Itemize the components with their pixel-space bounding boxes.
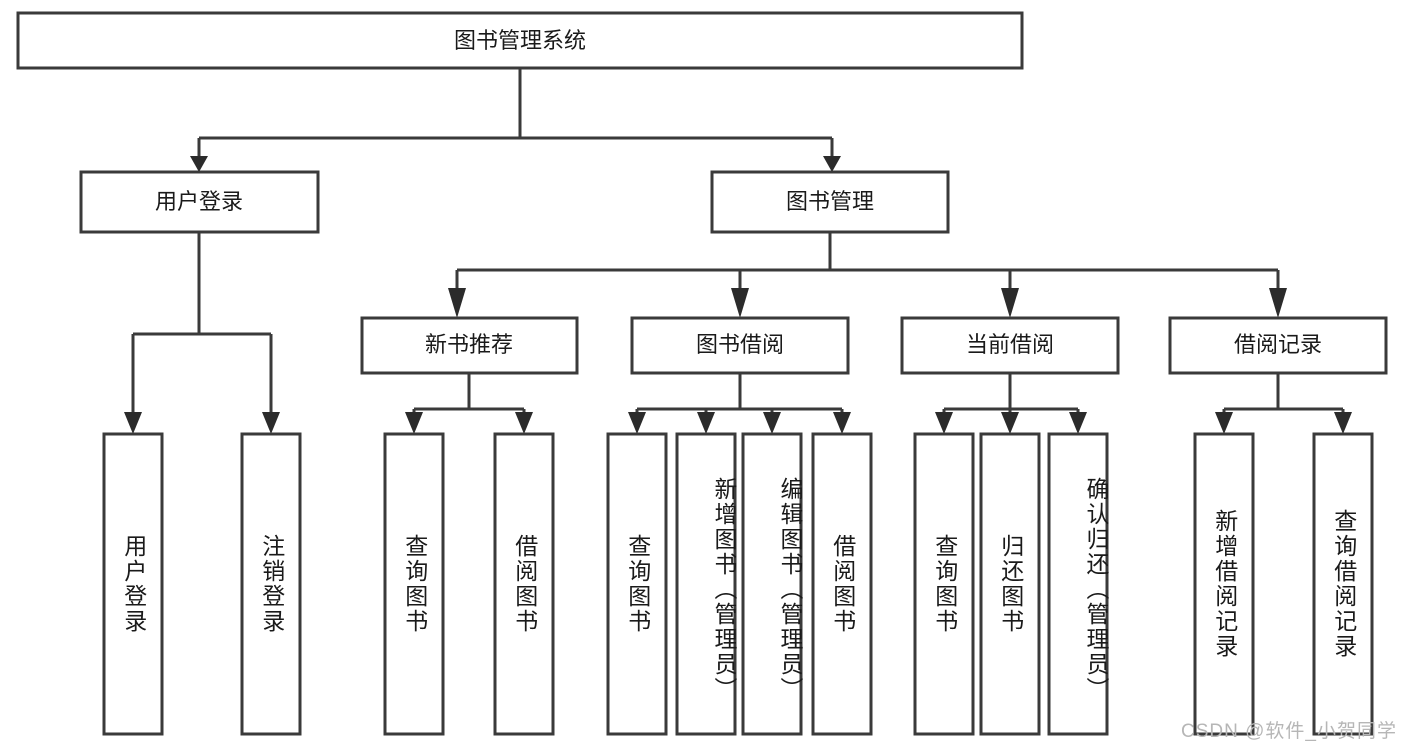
connector-book-borrow-to-leaves (628, 373, 851, 434)
arrow-head-icon (262, 412, 280, 434)
leaf-box-confirm-return[interactable] (1047, 432, 1109, 736)
arrow-head-icon (190, 156, 208, 172)
arrow-head-icon (697, 412, 715, 434)
leaf-box-query-record[interactable] (1312, 432, 1374, 736)
arrow-head-icon (1334, 412, 1352, 434)
node-book-management-label: 图书管理 (786, 189, 874, 214)
node-root-label: 图书管理系统 (454, 28, 586, 53)
leaf-box-query-book-1[interactable] (383, 432, 445, 736)
node-user-login-box (79, 170, 320, 234)
arrow-head-icon (823, 156, 841, 172)
arrow-head-icon (124, 412, 142, 434)
node-current-borrow-box (900, 316, 1120, 375)
connector-current-borrow-to-leaves (935, 373, 1087, 434)
connector-new-book-recommend-to-leaves (405, 373, 533, 434)
connector-user-login-to-leaves (124, 232, 280, 434)
arrow-head-icon (405, 412, 423, 434)
arrow-head-icon (515, 412, 533, 434)
connector-book-management-to-level3 (448, 232, 1287, 318)
node-current-borrow-label: 当前借阅 (966, 332, 1054, 357)
node-book-management[interactable]: 图书管理 (710, 170, 950, 234)
arrow-head-icon (628, 412, 646, 434)
connector-borrow-record-to-leaves (1215, 373, 1352, 434)
watermark: CSDN @软件_小贺同学 (1181, 721, 1397, 742)
arrow-head-icon (448, 288, 466, 318)
arrow-head-icon (935, 412, 953, 434)
node-user-login-label: 用户登录 (155, 189, 243, 214)
leaf-box-borrow-book-1[interactable] (493, 432, 555, 736)
arrow-head-icon (833, 412, 851, 434)
leaf-box-edit-book[interactable] (741, 432, 803, 736)
node-new-book-recommend-label: 新书推荐 (425, 332, 513, 357)
leaf-box-user-login[interactable] (102, 432, 164, 736)
leaf-box-query-book-2[interactable] (606, 432, 668, 736)
leaf-box-borrow-book-2[interactable] (811, 432, 873, 736)
leaf-box-logout[interactable] (240, 432, 302, 736)
leaf-box-query-book-3[interactable] (913, 432, 975, 736)
node-borrow-record[interactable]: 借阅记录 (1168, 316, 1388, 375)
connector-root-to-level2 (190, 68, 841, 172)
node-new-book-recommend-box (360, 316, 579, 375)
arrow-head-icon (1001, 412, 1019, 434)
leaf-box-add-book[interactable] (675, 432, 737, 736)
arrow-head-icon (1215, 412, 1233, 434)
arrow-head-icon (1269, 288, 1287, 318)
node-root[interactable]: 图书管理系统 (16, 11, 1024, 70)
arrow-head-icon (1069, 412, 1087, 434)
node-root-box (16, 11, 1024, 70)
node-current-borrow[interactable]: 当前借阅 (900, 316, 1120, 375)
leaf-box-add-record[interactable] (1193, 432, 1255, 736)
arrow-head-icon (731, 288, 749, 318)
node-book-borrow-label: 图书借阅 (696, 332, 784, 357)
arrow-head-icon (1001, 288, 1019, 318)
node-borrow-record-label: 借阅记录 (1234, 332, 1322, 357)
node-user-login[interactable]: 用户登录 (79, 170, 320, 234)
node-book-borrow[interactable]: 图书借阅 (630, 316, 850, 375)
arrow-head-icon (763, 412, 781, 434)
leaf-box-return-book[interactable] (979, 432, 1041, 736)
node-new-book-recommend[interactable]: 新书推荐 (360, 316, 579, 375)
